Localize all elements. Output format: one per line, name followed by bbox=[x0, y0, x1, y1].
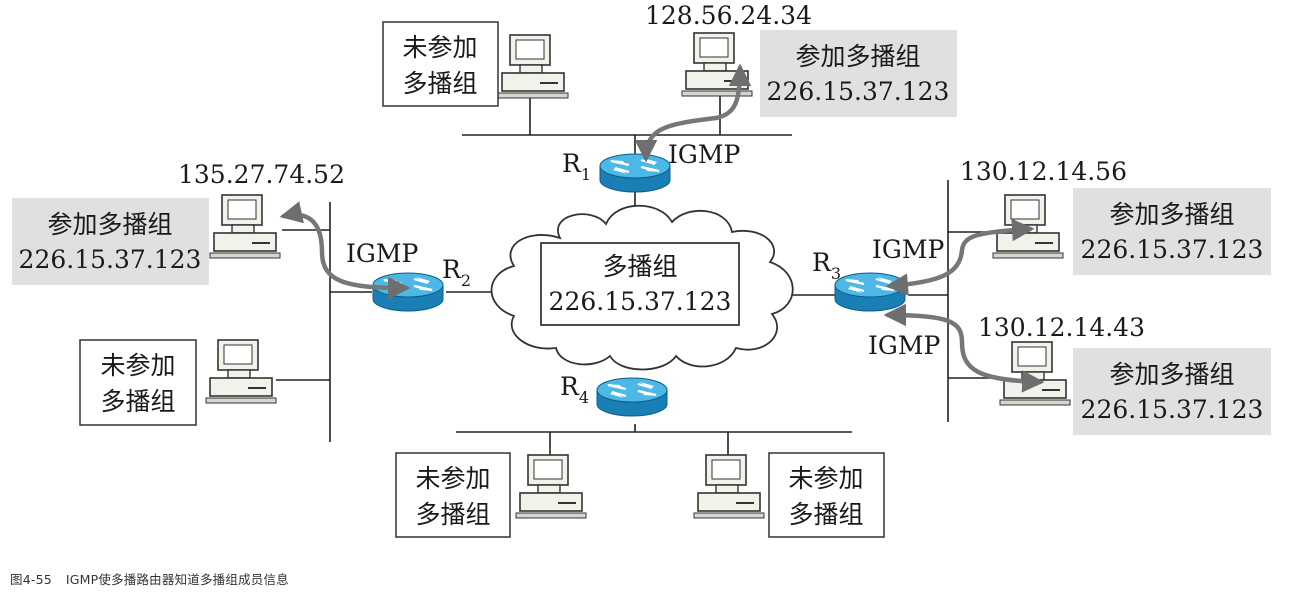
igmp-arrow-r2 bbox=[279, 201, 411, 300]
svg-text:未参加: 未参加 bbox=[100, 351, 175, 380]
nonmember-left-computer-icon bbox=[205, 339, 277, 404]
multicast-group-address: 226.15.37.123 bbox=[549, 287, 732, 316]
member-label-right-top: 参加多播组 226.15.37.123 bbox=[1073, 188, 1271, 275]
host-ip-left: 135.27.74.52 bbox=[178, 160, 345, 189]
igmp-label-r2: IGMP bbox=[346, 239, 418, 268]
member-label-top: 参加多播组 226.15.37.123 bbox=[760, 30, 957, 117]
svg-text:参加多播组: 参加多播组 bbox=[1109, 360, 1234, 389]
svg-text:参加多播组: 参加多播组 bbox=[795, 42, 920, 71]
nonmember-bottom-right-computer-icon bbox=[693, 454, 765, 519]
svg-text:226.15.37.123: 226.15.37.123 bbox=[767, 77, 950, 106]
svg-text:参加多播组: 参加多播组 bbox=[47, 210, 172, 239]
router-r2-label: R2 bbox=[442, 255, 471, 290]
router-r4-icon bbox=[595, 376, 669, 418]
nonmember-label-top-left: 未参加 多播组 bbox=[382, 21, 499, 107]
igmp-arrow-r3-top bbox=[885, 218, 1035, 296]
router-r3-icon bbox=[833, 271, 907, 313]
igmp-arrow-r3-bottom bbox=[883, 303, 1045, 393]
member-top-computer-icon bbox=[681, 32, 753, 97]
igmp-label-r1: IGMP bbox=[668, 140, 740, 169]
figure-number: 图4-55 bbox=[10, 572, 52, 587]
member-left-computer-icon bbox=[209, 194, 281, 259]
svg-text:未参加: 未参加 bbox=[415, 464, 490, 493]
router-r1-icon bbox=[598, 152, 672, 194]
nonmember-label-left: 未参加 多播组 bbox=[79, 339, 197, 426]
member-label-left: 参加多播组 226.15.37.123 bbox=[12, 198, 209, 285]
svg-text:226.15.37.123: 226.15.37.123 bbox=[19, 245, 202, 274]
router-r2-icon bbox=[371, 271, 445, 313]
igmp-label-r3-bottom: IGMP bbox=[868, 331, 940, 360]
figure-caption-text: IGMP使多播路由器知道多播组成员信息 bbox=[65, 572, 289, 587]
nonmember-top-left-computer-icon bbox=[497, 34, 569, 99]
nonmember-label-bottom-left: 未参加 多播组 bbox=[395, 452, 511, 538]
member-right-bottom-computer-icon bbox=[999, 341, 1071, 406]
multicast-cloud: 多播组 226.15.37.123 bbox=[490, 204, 794, 371]
svg-text:未参加: 未参加 bbox=[788, 464, 863, 493]
host-ip-right-bottom: 130.12.14.43 bbox=[978, 313, 1145, 342]
member-right-top-computer-icon bbox=[992, 194, 1064, 259]
svg-text:未参加: 未参加 bbox=[402, 33, 477, 62]
svg-text:226.15.37.123: 226.15.37.123 bbox=[1081, 235, 1264, 264]
host-ip-right-top: 130.12.14.56 bbox=[960, 157, 1127, 186]
multicast-group-box bbox=[540, 242, 740, 326]
router-r3-label: R3 bbox=[812, 248, 841, 283]
svg-text:226.15.37.123: 226.15.37.123 bbox=[1081, 395, 1264, 424]
nonmember-label-bottom-right: 未参加 多播组 bbox=[768, 452, 885, 538]
igmp-arrows bbox=[279, 63, 1045, 393]
svg-text:参加多播组: 参加多播组 bbox=[1109, 200, 1234, 229]
svg-text:多播组: 多播组 bbox=[415, 500, 490, 529]
svg-text:多播组: 多播组 bbox=[402, 69, 477, 98]
multicast-group-title: 多播组 bbox=[602, 252, 677, 281]
figure-caption: 图4-55 IGMP使多播路由器知道多播组成员信息 bbox=[10, 569, 303, 588]
igmp-arrow-r1 bbox=[634, 63, 752, 163]
host-ip-top: 128.56.24.34 bbox=[645, 1, 812, 30]
igmp-label-r3-top: IGMP bbox=[872, 235, 944, 264]
member-label-right-bottom: 参加多播组 226.15.37.123 bbox=[1073, 348, 1271, 435]
router-r4-label: R4 bbox=[560, 372, 589, 407]
nonmember-bottom-left-computer-icon bbox=[515, 454, 587, 519]
svg-text:多播组: 多播组 bbox=[100, 387, 175, 416]
svg-text:多播组: 多播组 bbox=[788, 500, 863, 529]
router-r1-label: R1 bbox=[562, 149, 591, 184]
